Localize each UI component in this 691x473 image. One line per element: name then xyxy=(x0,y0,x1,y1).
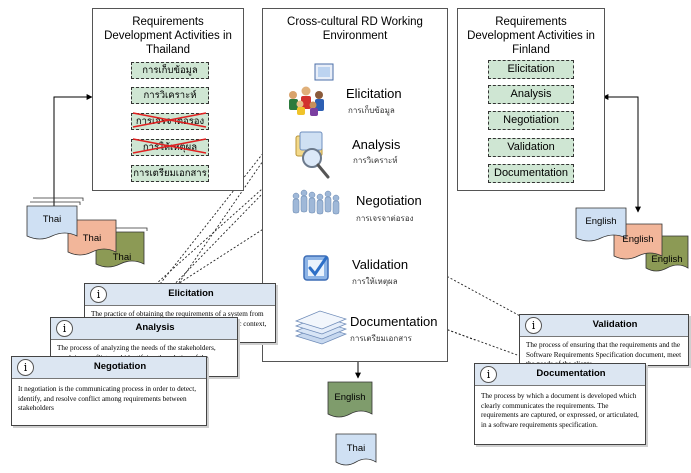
activity-documentation-thai: การเตรียมเอกสาร xyxy=(350,334,412,343)
card-negotiation-body: It negotiation is the communicating proc… xyxy=(18,385,197,412)
finland-panel: Requirements Development Activities in F… xyxy=(457,8,605,191)
thailand-panel: Requirements Development Activities in T… xyxy=(92,8,244,191)
thailand-stage-analysis: การวิเคราะห์ xyxy=(131,87,209,104)
people-group-icon xyxy=(292,189,340,215)
finland-stage-analysis: Analysis xyxy=(488,85,574,104)
card-validation-body: The process of ensuring that the require… xyxy=(526,341,682,363)
thailand-stage-validation: การให้เหตุผล xyxy=(131,139,209,156)
activity-documentation-title: Documentation xyxy=(350,314,438,329)
card-negotiation: i Negotiation It negotiation is the comm… xyxy=(11,356,207,426)
left-doc-label-3: Thai xyxy=(112,252,132,263)
card-validation-title: Validation xyxy=(592,319,638,330)
stacked-papers-icon xyxy=(294,310,348,345)
activity-validation-title: Validation xyxy=(352,257,409,272)
finland-stage-validation: Validation xyxy=(488,138,574,157)
card-negotiation-title: Negotiation xyxy=(93,361,147,372)
left-doc-orange xyxy=(67,219,117,256)
activity-analysis-thai: การวิเคราะห์ xyxy=(353,156,398,165)
strike-marks xyxy=(132,112,207,154)
checkbox-icon xyxy=(303,255,329,281)
info-icon: i xyxy=(480,366,497,383)
activity-validation-thai: การให้เหตุผล xyxy=(352,277,398,286)
left-doc-label-2: Thai xyxy=(82,233,102,244)
left-doc-label-1: Thai xyxy=(42,214,62,225)
thailand-stage-documentation: การเตรียมเอกสาร xyxy=(131,165,209,182)
center-panel-title: Cross-cultural RD Working Environment xyxy=(287,16,423,42)
strike-validation-b xyxy=(132,138,207,154)
bottom-doc-blue xyxy=(335,433,377,466)
bottom-doc-label-2: Thai xyxy=(346,443,366,454)
thailand-docs-arrow xyxy=(51,94,93,213)
thailand-panel-title: Requirements Development Activities in T… xyxy=(104,16,232,56)
right-doc-label-2: English xyxy=(622,234,654,245)
card-validation: i Validation The process of ensuring tha… xyxy=(519,314,689,366)
info-icon: i xyxy=(17,359,34,376)
activity-negotiation-thai: การเจรจาต่อรอง xyxy=(356,214,414,223)
activity-elicitation-title: Elicitation xyxy=(346,86,402,101)
activity-negotiation-title: Negotiation xyxy=(356,193,422,208)
finland-stage-documentation: Documentation xyxy=(488,164,574,183)
activity-analysis-title: Analysis xyxy=(352,137,401,152)
info-icon: i xyxy=(56,320,73,337)
card-documentation-body: The process by which a document is devel… xyxy=(481,392,639,429)
right-doc-label-3: English xyxy=(651,254,683,265)
card-documentation: i Documentation The process by which a d… xyxy=(474,363,646,445)
strike-negotiation-b xyxy=(132,112,207,128)
thailand-stage-elicitation: การเก็บข้อมูล xyxy=(131,62,209,79)
card-documentation-title: Documentation xyxy=(536,368,606,379)
right-doc-label-1: English xyxy=(585,216,617,227)
people-computer-icon xyxy=(289,63,334,116)
right-doc-blue xyxy=(575,207,627,242)
card-elicitation-title: Elicitation xyxy=(168,288,214,299)
magnifier-icon xyxy=(295,131,330,179)
finland-stage-negotiation: Negotiation xyxy=(488,111,574,130)
finland-docs-arrow xyxy=(602,94,641,213)
left-doc-blue xyxy=(26,205,78,240)
center-panel: Cross-cultural RD Working Environment xyxy=(262,8,448,362)
finland-stage-elicitation: Elicitation xyxy=(488,60,574,79)
bottom-doc-label-1: English xyxy=(334,392,366,403)
finland-panel-title: Requirements Development Activities in F… xyxy=(467,16,595,56)
bottom-doc-green xyxy=(327,381,373,418)
card-analysis-title: Analysis xyxy=(135,322,175,333)
info-icon: i xyxy=(525,317,542,334)
info-icon: i xyxy=(90,286,107,303)
activity-elicitation-thai: การเก็บข้อมูล xyxy=(348,106,395,115)
thailand-stage-negotiation: การเจรจาต่อรอง xyxy=(131,113,209,130)
